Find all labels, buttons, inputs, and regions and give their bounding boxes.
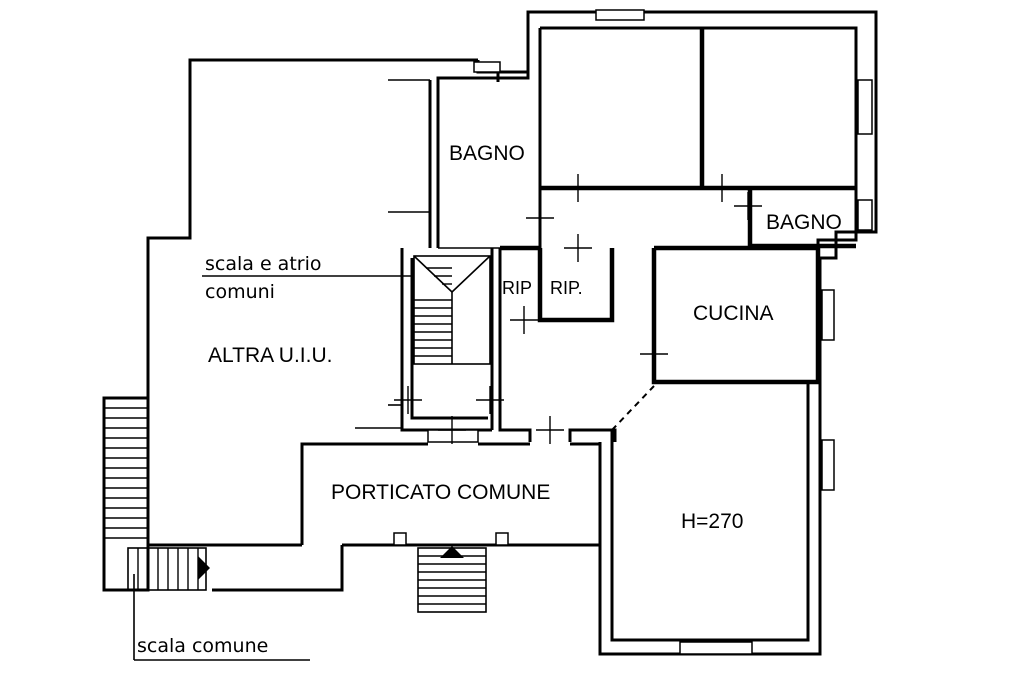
other-unit-walls xyxy=(146,58,478,547)
external-staircase xyxy=(102,396,207,592)
partitions xyxy=(438,28,856,385)
windows xyxy=(427,9,873,655)
cross-mark xyxy=(708,174,736,202)
cross-mark xyxy=(564,234,592,262)
scala-atrio-label: scala e atrio xyxy=(205,253,322,275)
cucina-label: CUCINA xyxy=(693,302,774,325)
porticato-walls xyxy=(212,442,602,592)
rip-label-2: RIP. xyxy=(550,278,583,298)
cross-mark xyxy=(564,174,592,202)
porticato-label: PORTICATO COMUNE xyxy=(331,481,550,504)
comuni-label: comuni xyxy=(205,281,275,303)
entrance-arrow-icon xyxy=(440,546,464,558)
leader-lines xyxy=(133,275,412,661)
cross-mark xyxy=(536,416,564,444)
bagno-label-1: BAGNO xyxy=(449,142,525,165)
cross-mark xyxy=(510,306,538,334)
rip-label-1: RIP xyxy=(502,278,532,298)
scala-comune-label: scala comune xyxy=(137,635,268,657)
altra-uiu-label: ALTRA U.I.U. xyxy=(208,344,332,367)
cross-mark xyxy=(476,386,504,414)
cross-mark xyxy=(438,416,466,444)
cross-mark xyxy=(394,386,422,414)
internal-staircase xyxy=(413,255,491,365)
cross-mark xyxy=(526,204,554,232)
stair-arrow-icon xyxy=(198,556,210,580)
registration-marks xyxy=(394,174,762,444)
bagno-label-2: BAGNO xyxy=(766,211,842,234)
apartment-walls xyxy=(400,10,878,656)
cross-mark xyxy=(640,340,668,368)
cross-mark xyxy=(734,192,762,220)
height-label: H=270 xyxy=(681,510,743,533)
diagonal-opening xyxy=(611,385,655,431)
